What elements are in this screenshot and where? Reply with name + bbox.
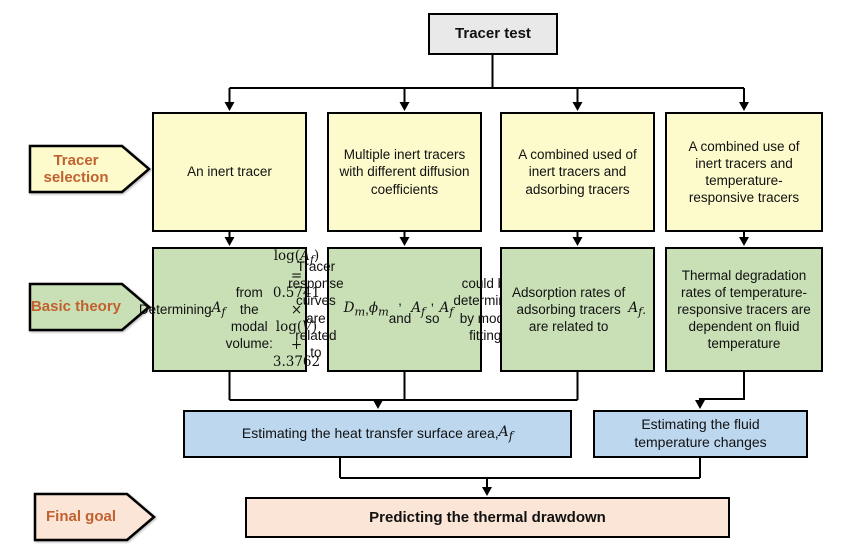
node-estimating-fluid-temperature: Estimating the fluid temperature changes	[593, 410, 808, 458]
node-tracer-test: Tracer test	[428, 13, 558, 55]
stage-label-text: Tracer selection	[43, 151, 109, 186]
node-combined-inert-adsorbing: A combined used of inert tracers and ads…	[500, 112, 655, 232]
pentagon-shape	[28, 144, 151, 194]
stage-label-tracer-selection: Tracer selection	[28, 144, 152, 194]
node-predicting-thermal-drawdown: Predicting the thermal drawdown	[245, 497, 730, 538]
node-thermal-degradation: Thermal degradation rates of temperature…	[665, 247, 823, 372]
stage-label-text: Final goal	[45, 508, 116, 526]
stage-label-final-goal: Final goal	[33, 492, 157, 542]
stage-arrow-shape	[28, 282, 151, 332]
pentagon-shape	[33, 492, 156, 542]
stage-arrow-shape	[28, 144, 151, 194]
node-multiple-inert-tracers: Multiple inert tracers with different di…	[327, 112, 482, 232]
node-adsorption-rates: Adsorption rates of adsorbing tracers ar…	[500, 247, 655, 372]
node-tracer-response-curves: Tracer response curves are related to Dm…	[288, 247, 521, 372]
node-estimating-surface-area: Estimating the heat transfer surface are…	[183, 410, 572, 458]
stage-label-basic-theory: Basic theory	[28, 282, 152, 332]
connector-lines	[228, 55, 745, 488]
node-inert-tracer: An inert tracer	[152, 112, 307, 232]
node-combined-inert-temperature: A combined use of inert tracers and temp…	[665, 112, 823, 232]
stage-label-text: Basic theory	[30, 298, 122, 316]
stage-arrow-shape	[33, 492, 156, 542]
pentagon-shape	[28, 282, 151, 332]
